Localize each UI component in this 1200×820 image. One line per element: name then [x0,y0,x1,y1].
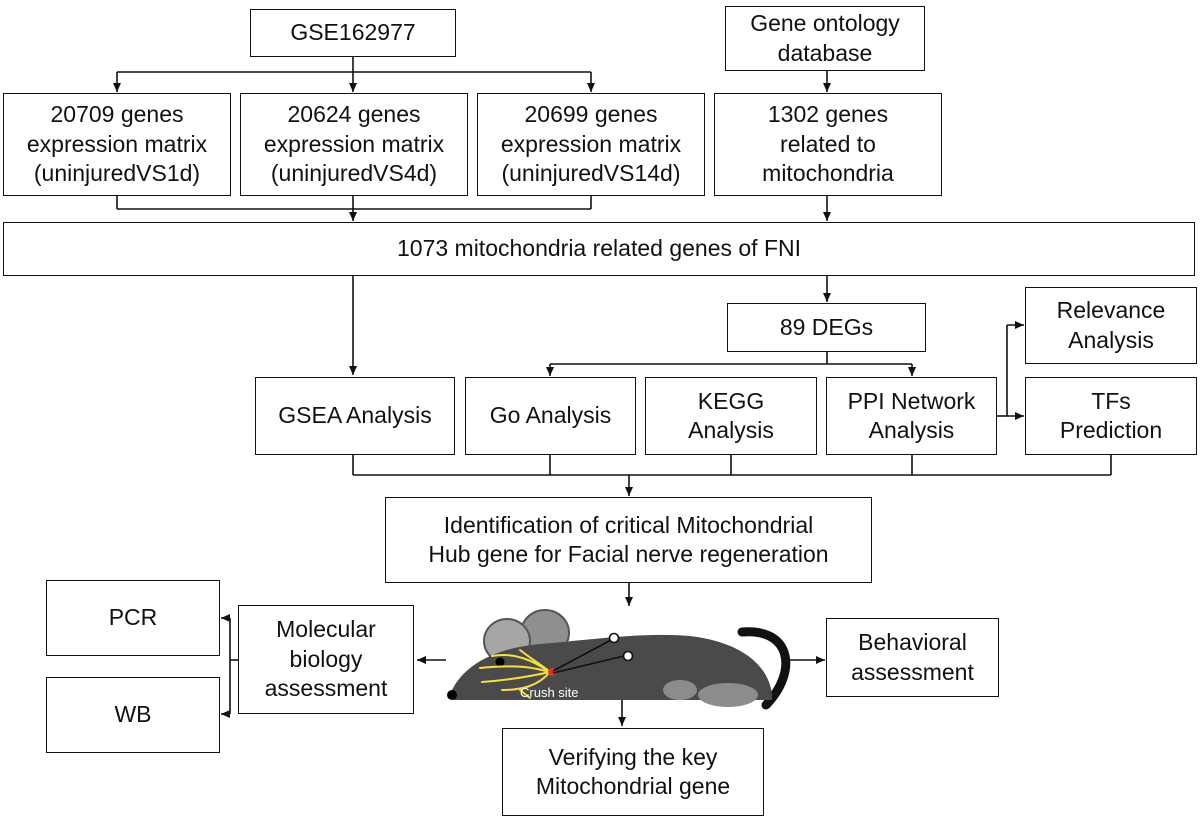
behavioral-assessment-label: Behavioral assessment [851,629,974,685]
hub-gene-label: Identification of critical Mitochondrial… [428,511,829,567]
kegg-analysis-label: KEGG Analysis [688,387,774,443]
go-analysis-box: Go Analysis [465,377,636,455]
matrix-14d-label: 20699 genes expression matrix (uninjured… [500,101,682,187]
hub-gene-box: Identification of critical Mitochondrial… [385,497,872,583]
kegg-analysis-box: KEGG Analysis [645,377,817,455]
relevance-analysis-box: Relevance Analysis [1025,287,1197,364]
pcr-label: PCR [108,604,158,631]
verify-gene-box: Verifying the key Mitochondrial gene [502,728,764,816]
ppi-network-label: PPI Network Analysis [847,387,976,443]
verify-gene-label: Verifying the key Mitochondrial gene [535,743,731,799]
gsea-analysis-label: GSEA Analysis [278,402,432,429]
degs-box: 89 DEGs [727,303,926,352]
mito-genes-label: 1302 genes related to mitochondria [762,101,894,187]
matrix-4d-box: 20624 genes expression matrix (uninjured… [240,93,468,196]
fni-genes-label: 1073 mitochondria related genes of FNI [396,235,802,262]
mito-genes-box: 1302 genes related to mitochondria [714,93,942,196]
gse-dataset-label: GSE162977 [290,19,416,46]
go-database-box: Gene ontology database [725,6,925,71]
matrix-4d-label: 20624 genes expression matrix (uninjured… [263,101,445,187]
pcr-box: PCR [46,580,220,656]
matrix-1d-box: 20709 genes expression matrix (uninjured… [3,93,231,196]
wb-box: WB [46,677,220,753]
gse-dataset-box: GSE162977 [250,9,456,57]
gsea-analysis-box: GSEA Analysis [255,377,455,455]
relevance-analysis-label: Relevance Analysis [1056,297,1166,353]
matrix-14d-box: 20699 genes expression matrix (uninjured… [477,93,705,196]
matrix-1d-label: 20709 genes expression matrix (uninjured… [26,101,208,187]
tfs-prediction-box: TFs Prediction [1025,377,1197,455]
go-database-label: Gene ontology database [750,10,900,66]
degs-label: 89 DEGs [779,313,874,340]
fni-genes-box: 1073 mitochondria related genes of FNI [3,222,1195,276]
wb-label: WB [114,701,152,728]
go-analysis-label: Go Analysis [489,402,612,429]
molecular-assessment-label: Molecular biology assessment [264,616,388,702]
ppi-network-box: PPI Network Analysis [826,377,997,455]
tfs-prediction-label: TFs Prediction [1059,387,1163,443]
molecular-assessment-box: Molecular biology assessment [238,605,414,714]
behavioral-assessment-box: Behavioral assessment [826,618,999,697]
